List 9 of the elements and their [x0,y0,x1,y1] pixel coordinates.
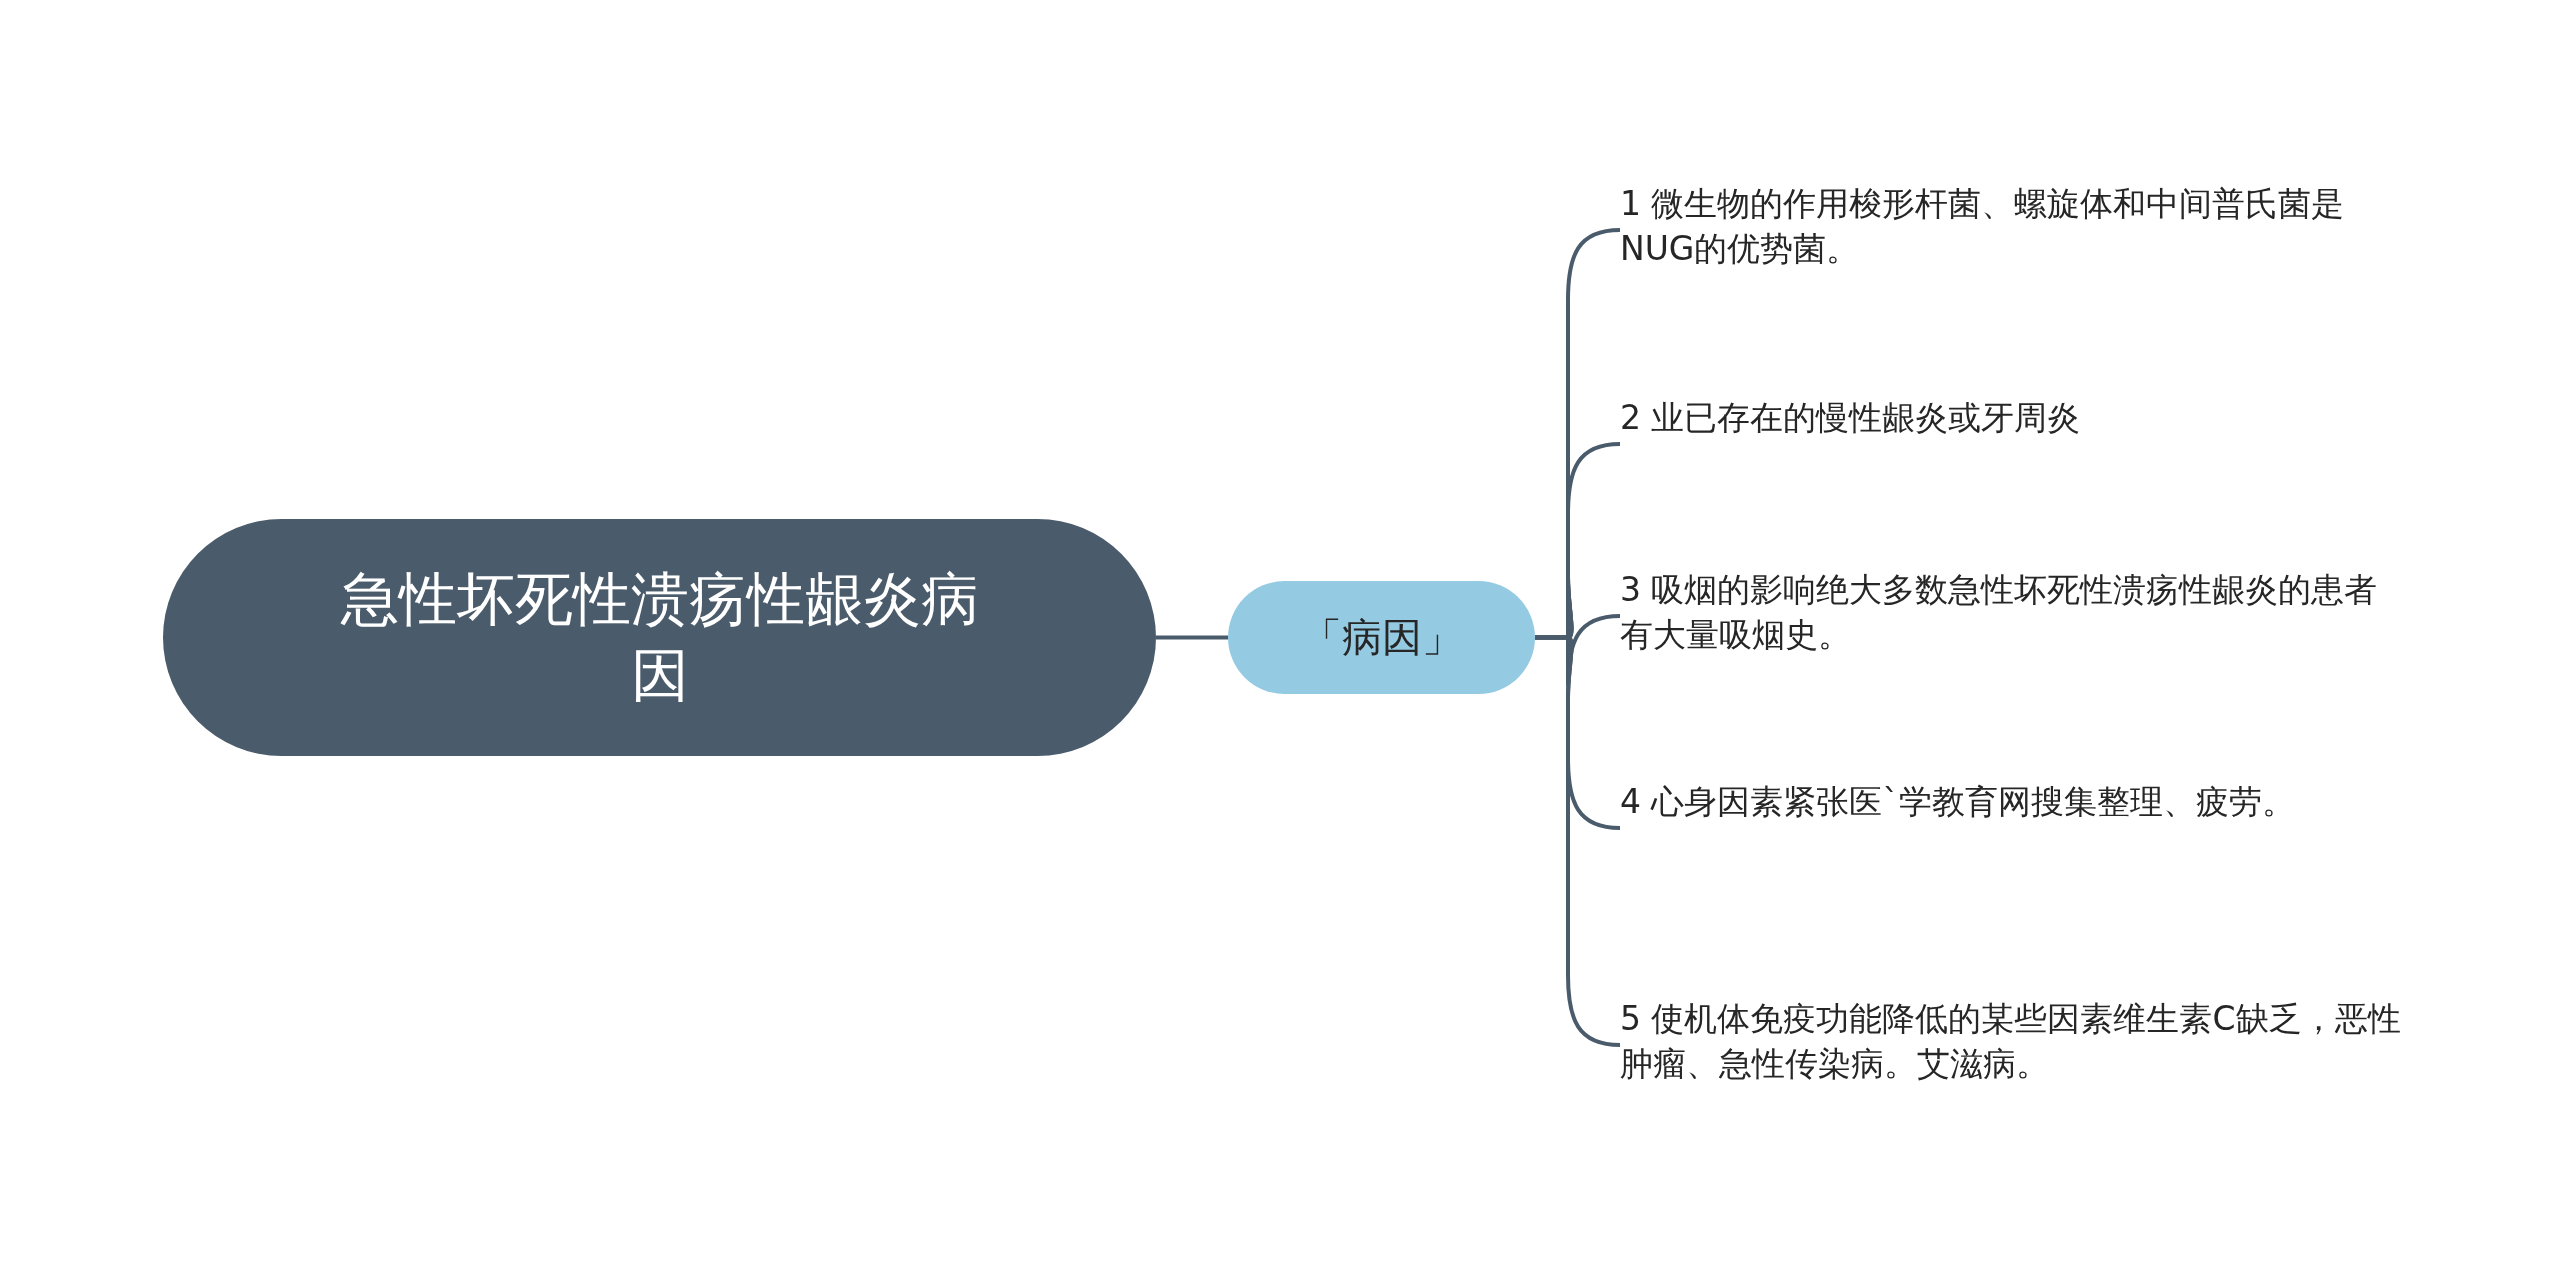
connector-line [1535,635,1621,1047]
node-label: 急性坏死性溃疡性龈炎病因 [339,564,980,711]
branch-text: 3 吸烟的影响绝大多数急性坏死性溃疡性龈炎的患者有大量吸烟史。 [1620,569,2379,656]
branch-text: 1 微生物的作用梭形杆菌、螺旋体和中间普氏菌是NUG的优势菌。 [1620,183,2346,270]
branch-text: 5 使机体免疫功能降低的某些因素维生素C缺乏，恶性肿瘤、急性传染病。艾滋病。 [1620,998,2402,1085]
branch-text: 4 心身因素紧张医`学教育网搜集整理、疲劳。 [1620,781,2295,823]
connector-line [1156,635,1228,640]
node-label: 「病因」 [1301,613,1462,662]
branch-text: 2 业已存在的慢性龈炎或牙周炎 [1620,397,2081,439]
